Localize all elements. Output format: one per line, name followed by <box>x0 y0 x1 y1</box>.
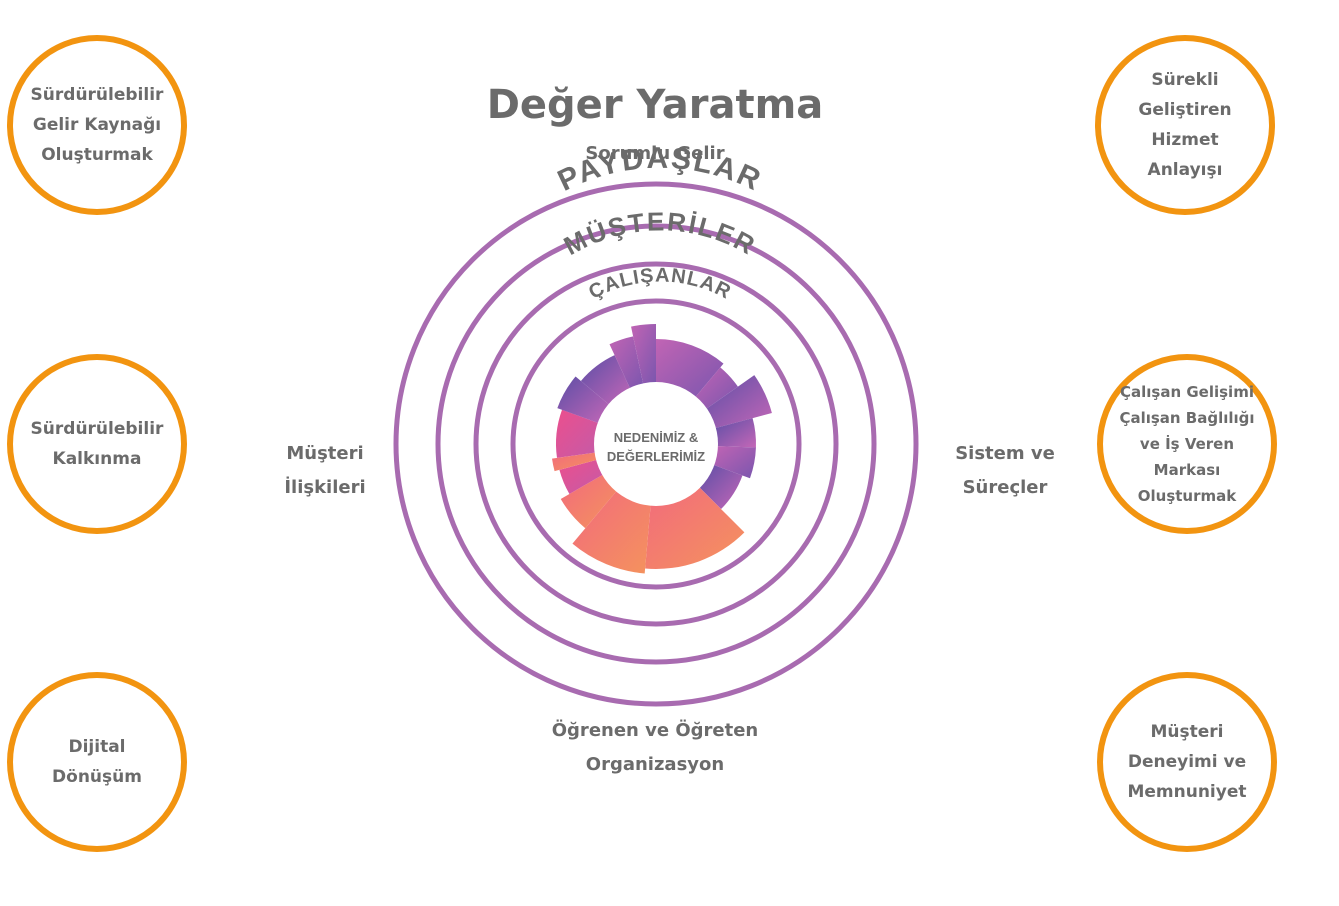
ring-customers <box>435 223 877 665</box>
goal-circle-employee-development: Çalışan Gelişimi Çalışan Bağlılığı ve İş… <box>1097 354 1277 534</box>
ring-employees <box>473 261 839 627</box>
petal-segment <box>580 355 631 406</box>
petal-segment <box>555 409 600 458</box>
goal-circle-customer-experience: Müşteri Deneyimi ve Memnuniyet <box>1097 672 1277 852</box>
side-label-bottom: Öğrenen ve Öğreten Organizasyon <box>551 720 759 775</box>
petal-segment <box>645 486 745 569</box>
center-label-line1: NEDENİMİZ & <box>614 430 699 445</box>
ring-core <box>510 298 802 590</box>
petal-segment <box>559 459 605 494</box>
goal-label: Müşteri Deneyimi ve Memnuniyet <box>1127 722 1247 802</box>
page-title: Değer Yaratma <box>486 82 824 128</box>
goal-circle-sustainable-development: Sürdürülebilir Kalkınma <box>7 354 187 534</box>
petal-segment <box>609 336 644 390</box>
petal-segment <box>552 452 599 472</box>
petal-segment <box>557 376 611 424</box>
ring-label-customers: MÜŞTERİLER <box>559 206 762 261</box>
goal-circle-sustainable-revenue: Sürdürülebilir Gelir Kaynağı Oluşturmak <box>7 35 187 215</box>
values-petal-ring <box>552 324 772 574</box>
ring-stakeholders <box>393 181 919 707</box>
petal-segment <box>560 474 618 529</box>
petal-segment <box>656 339 724 399</box>
side-label-left: Müşteri İlişkileri <box>284 443 366 498</box>
petal-segment <box>694 367 738 410</box>
goal-label: Sürdürülebilir Gelir Kaynağı Oluşturmak <box>30 85 164 165</box>
goal-circle-continuous-service: Sürekli Geliştiren Hizmet Anlayışı <box>1095 35 1275 215</box>
petal-segment <box>713 418 756 448</box>
petal-segment <box>705 375 772 429</box>
petal-segment <box>712 446 756 479</box>
page-subtitle: Sorumlu Gelir <box>585 143 725 164</box>
petal-segment <box>698 464 743 510</box>
petal-segment <box>631 324 656 386</box>
center-label-line2: DEĞERLERİMİZ <box>607 449 705 464</box>
center-hole <box>594 382 718 506</box>
side-label-right: Sistem ve Süreçler <box>955 443 1055 498</box>
petal-segment <box>572 489 651 574</box>
goal-label: Çalışan Gelişimi Çalışan Bağlılığı ve İş… <box>1119 383 1255 505</box>
goal-label: Dijital Dönüşüm <box>52 737 142 787</box>
goal-circle-digital-transformation: Dijital Dönüşüm <box>7 672 187 852</box>
goal-label: Sürekli Geliştiren Hizmet Anlayışı <box>1138 70 1232 180</box>
goal-label: Sürdürülebilir Kalkınma <box>30 419 164 469</box>
